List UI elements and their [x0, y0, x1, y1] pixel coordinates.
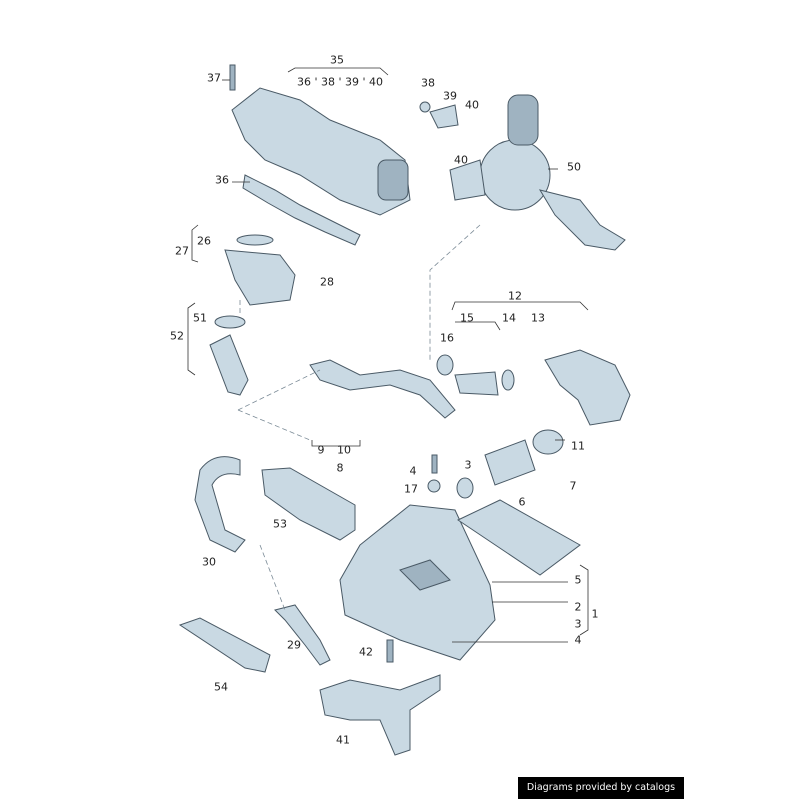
filter-element — [456, 499, 581, 576]
callout-36[interactable]: 36 — [215, 173, 229, 187]
callout-14[interactable]: 14 — [502, 311, 516, 325]
charge-pipe-8 — [309, 359, 456, 419]
callout-51[interactable]: 51 — [193, 311, 207, 325]
callout-17[interactable]: 17 — [404, 482, 418, 496]
pipe-15 — [454, 371, 499, 396]
callout-3[interactable]: 3 — [464, 458, 472, 472]
callout-36-38-39-40[interactable]: 36 ' 38 ' 39 ' 40 — [296, 75, 384, 89]
callout-12[interactable]: 12 — [508, 289, 522, 303]
cover-54 — [178, 617, 271, 673]
callout-50[interactable]: 50 — [567, 160, 581, 174]
callout-13[interactable]: 13 — [531, 311, 545, 325]
air-mass-meter — [484, 439, 536, 486]
callout-5[interactable]: 5 — [574, 573, 582, 587]
callout-40[interactable]: 40 — [454, 153, 468, 167]
callout-16[interactable]: 16 — [440, 331, 454, 345]
callout-35[interactable]: 35 — [330, 53, 344, 67]
bracket-41 — [319, 674, 441, 756]
callout-3[interactable]: 3 — [574, 617, 582, 631]
hose-29 — [274, 604, 331, 666]
callout-11[interactable]: 11 — [571, 439, 585, 453]
manifold-gasket — [242, 174, 361, 246]
callout-37[interactable]: 37 — [207, 71, 221, 85]
callout-15[interactable]: 15 — [460, 311, 474, 325]
egr-valve — [224, 249, 296, 306]
duct-53 — [261, 467, 356, 541]
hose-30 — [194, 456, 246, 553]
callout-2[interactable]: 2 — [574, 600, 582, 614]
callout-42[interactable]: 42 — [359, 645, 373, 659]
callout-26[interactable]: 26 — [197, 234, 211, 248]
callout-30[interactable]: 30 — [202, 555, 216, 569]
turbocharger — [479, 139, 551, 211]
callout-41[interactable]: 41 — [336, 733, 350, 747]
callout-52[interactable]: 52 — [170, 329, 184, 343]
callout-1[interactable]: 1 — [591, 607, 599, 621]
callout-4[interactable]: 4 — [409, 464, 417, 478]
credit-banner: Diagrams provided by catalogs parts — [518, 777, 684, 799]
callout-38[interactable]: 38 — [421, 76, 435, 90]
callout-39[interactable]: 39 — [443, 89, 457, 103]
hose-52 — [209, 334, 249, 396]
callout-4[interactable]: 4 — [574, 633, 582, 647]
callout-27[interactable]: 27 — [175, 244, 189, 258]
callout-53[interactable]: 53 — [273, 517, 287, 531]
callout-40[interactable]: 40 — [465, 98, 479, 112]
callout-28[interactable]: 28 — [320, 275, 334, 289]
callout-9[interactable]: 9 — [317, 443, 325, 457]
callout-6[interactable]: 6 — [518, 495, 526, 509]
callout-8[interactable]: 8 — [336, 461, 344, 475]
callout-10[interactable]: 10 — [337, 443, 351, 457]
hose-12 — [544, 349, 631, 426]
callout-7[interactable]: 7 — [569, 479, 577, 493]
callout-54[interactable]: 54 — [214, 680, 228, 694]
callout-29[interactable]: 29 — [287, 638, 301, 652]
